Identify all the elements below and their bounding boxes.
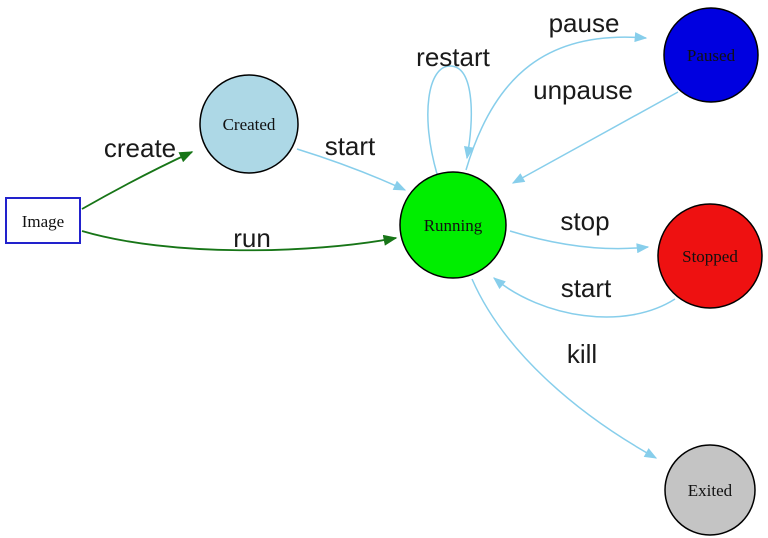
node-paused-label: Paused [687,46,736,65]
edge-label-unpause: unpause [533,75,633,105]
edge-label-run: run [233,223,271,253]
edge-label-stop: stop [560,206,609,236]
node-exited-label: Exited [688,481,733,500]
node-exited [664,444,756,536]
edge-start-stopped-running [493,277,676,318]
edge-label-create: create [104,133,176,163]
edge-unpause [511,91,679,184]
edge-kill [471,278,658,459]
node-paused [663,7,759,103]
edge-pause [465,32,648,171]
edge-label-restart: restart [416,42,490,72]
node-stopped-label: Stopped [682,247,738,266]
edge-create [81,151,194,210]
node-running-label: Running [424,216,483,235]
edge-label-start-stopped: start [561,273,612,303]
node-image-label: Image [22,212,64,231]
edge-stop [509,230,650,254]
edge-label-start-created: start [325,131,376,161]
edge-run [81,230,398,252]
node-running [399,171,507,279]
edge-label-pause: pause [549,8,620,38]
edge-label-kill: kill [567,339,597,369]
edge-start-created-running [296,148,407,191]
edge-restart-self-loop [427,65,474,175]
node-created [199,74,299,174]
node-image [5,197,81,244]
node-stopped [657,203,763,309]
node-created-label: Created [223,115,276,134]
